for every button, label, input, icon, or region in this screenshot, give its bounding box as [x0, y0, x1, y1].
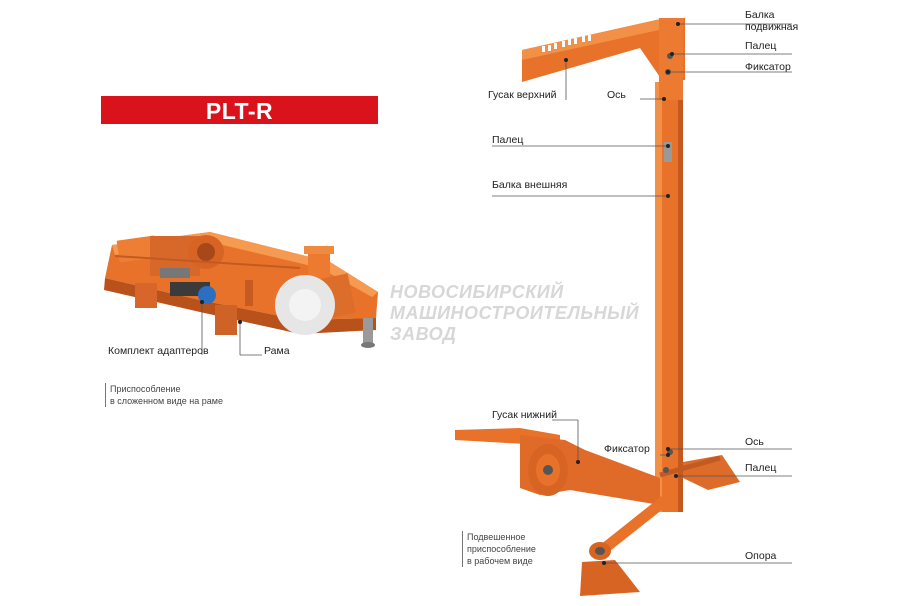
label-lock-bottom: Фиксатор [604, 443, 650, 455]
label-axis-top: Ось [607, 89, 626, 101]
label-adapters: Комплект адаптеров [108, 345, 209, 357]
label-pin-top: Палец [745, 40, 777, 52]
label-frame: Рама [264, 345, 290, 357]
label-pin-mid: Палец [492, 134, 524, 146]
label-axis-bottom: Ось [745, 436, 764, 448]
caption-folded: Приспособление в сложенном виде на раме [110, 384, 223, 406]
label-pin-bottom: Палец [745, 462, 777, 474]
label-upper-gooseneck: Гусак верхний [488, 89, 557, 101]
label-lower-gooseneck: Гусак нижний [492, 409, 557, 421]
caption-bar-right [462, 531, 463, 567]
label-lock-top: Фиксатор [745, 61, 791, 73]
banner-title: PLT-R [205, 98, 274, 124]
label-support: Опора [745, 550, 777, 562]
title-banner: PLT-R [101, 96, 378, 124]
leader-lines [201, 23, 792, 564]
folded-device-image [104, 232, 378, 348]
working-device-image [455, 18, 740, 596]
label-outer-beam: Балка внешняя [492, 179, 568, 191]
watermark-text: НОВОСИБИРСКИЙ МАШИНОСТРОИТЕЛЬНЫЙ ЗАВОД [390, 282, 640, 344]
caption-bar [105, 383, 106, 407]
caption-working: Подвешенное приспособление в рабочем вид… [467, 532, 536, 566]
label-movable-beam: Балка подвижная [745, 9, 799, 33]
watermark-logo [275, 275, 335, 335]
